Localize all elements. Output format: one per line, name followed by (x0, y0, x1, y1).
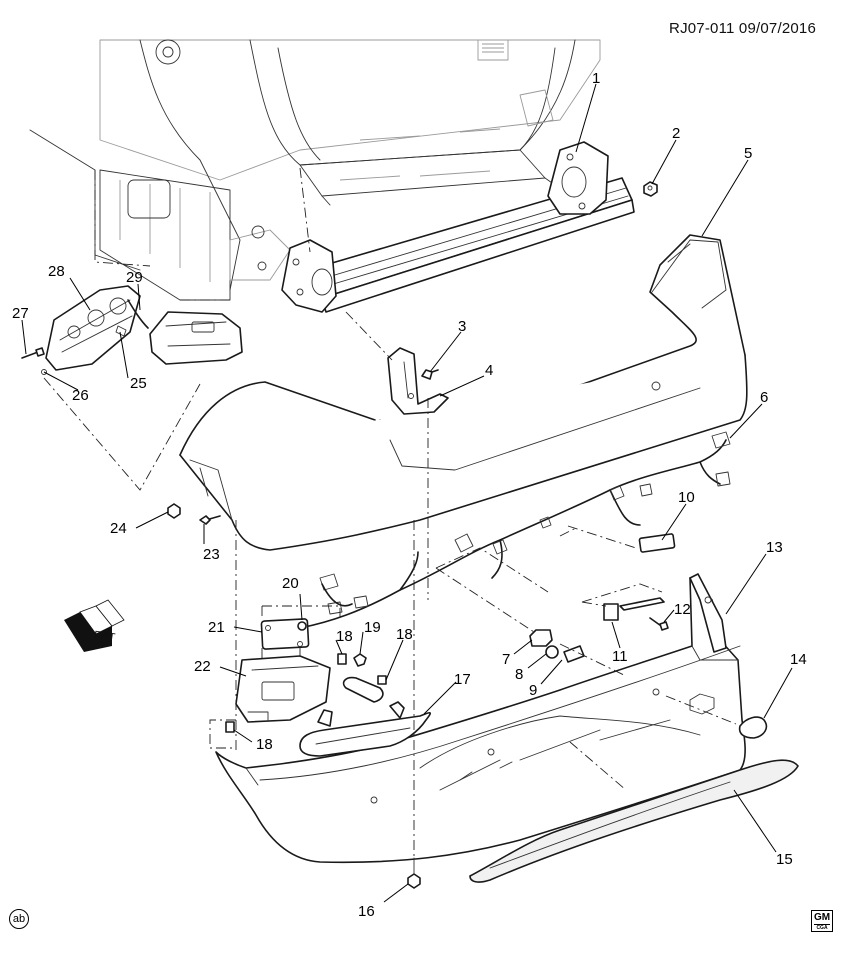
callout-22: 22 (194, 658, 211, 675)
callout-13: 13 (766, 539, 783, 556)
callout-labels: 1 2 3 4 5 6 7 8 9 10 11 12 13 14 15 16 1… (12, 70, 807, 920)
callout-25: 25 (130, 375, 147, 392)
callout-11: 11 (612, 648, 628, 665)
callout-18c: 18 (256, 736, 273, 753)
callout-19: 19 (364, 619, 381, 636)
callout-9: 9 (529, 682, 537, 699)
rear-reflector (299, 701, 432, 757)
fascia-side-fasteners (167, 503, 221, 525)
callout-3: 3 (458, 318, 466, 335)
tow-hook-cover (738, 716, 768, 739)
lower-fascia-skid-plate (419, 715, 799, 883)
callout-8: 8 (515, 666, 523, 683)
impact-bar-bracket (387, 347, 449, 415)
tail-lamp-housing (45, 285, 141, 371)
tail-lamp-fasteners (21, 347, 47, 375)
callout-15: 15 (776, 851, 793, 868)
gm-logo: GM CGA (811, 910, 833, 932)
gm-logo-subtext: CGA (814, 924, 830, 931)
callout-24: 24 (110, 520, 127, 537)
callout-12: 12 (674, 601, 691, 618)
callout-20: 20 (282, 575, 299, 592)
ab-symbol: ab (9, 909, 29, 929)
callout-23: 23 (203, 546, 220, 563)
gm-logo-text: GM (813, 912, 831, 923)
parking-sensor (545, 645, 585, 663)
callout-5: 5 (744, 145, 752, 162)
module-retainer-19 (353, 653, 367, 667)
fascia-lower-fastener (407, 857, 421, 889)
sensor-screw (649, 617, 669, 631)
callout-6: 6 (760, 389, 768, 406)
drawing-reference: RJ07-011 09/07/2016 (669, 20, 816, 37)
sensor-bracket (638, 533, 676, 553)
callout-28: 28 (48, 263, 65, 280)
callout-21: 21 (208, 619, 225, 636)
callout-2: 2 (672, 125, 680, 142)
callout-10: 10 (678, 489, 695, 506)
callout-18a: 18 (336, 628, 353, 645)
alignment-lines (43, 167, 737, 860)
callout-26: 26 (72, 387, 89, 404)
tail-lamp-lens (149, 311, 243, 365)
parking-sensor-clip (529, 629, 553, 647)
fascia-extension-right (689, 573, 727, 653)
callout-27: 27 (12, 305, 29, 322)
callout-1: 1 (592, 70, 600, 87)
module-clip-18 (225, 653, 387, 733)
callout-17: 17 (454, 671, 471, 688)
rear-body-structure (29, 39, 601, 301)
control-module (260, 618, 310, 650)
callout-7: 7 (502, 651, 510, 668)
front-orientation-arrow: FRT (64, 599, 125, 652)
bracket-bolt (421, 369, 439, 380)
rear-bumper-impact-bar (281, 141, 635, 313)
sensor-retainer (603, 597, 665, 621)
impact-bar-nut (643, 181, 658, 197)
tail-lamp-harness (115, 299, 149, 337)
callout-29: 29 (126, 269, 143, 286)
callout-18b: 18 (396, 626, 413, 643)
rear-bumper-wiring-harness (299, 431, 731, 629)
front-label: FRT (93, 629, 116, 644)
callout-16: 16 (358, 903, 375, 920)
module-nut (297, 621, 307, 631)
callout-14: 14 (790, 651, 807, 668)
module-bracket (235, 655, 384, 723)
callout-leaders (21, 83, 793, 903)
callout-4: 4 (485, 362, 493, 379)
rear-bumper-fascia-upper (179, 234, 748, 551)
